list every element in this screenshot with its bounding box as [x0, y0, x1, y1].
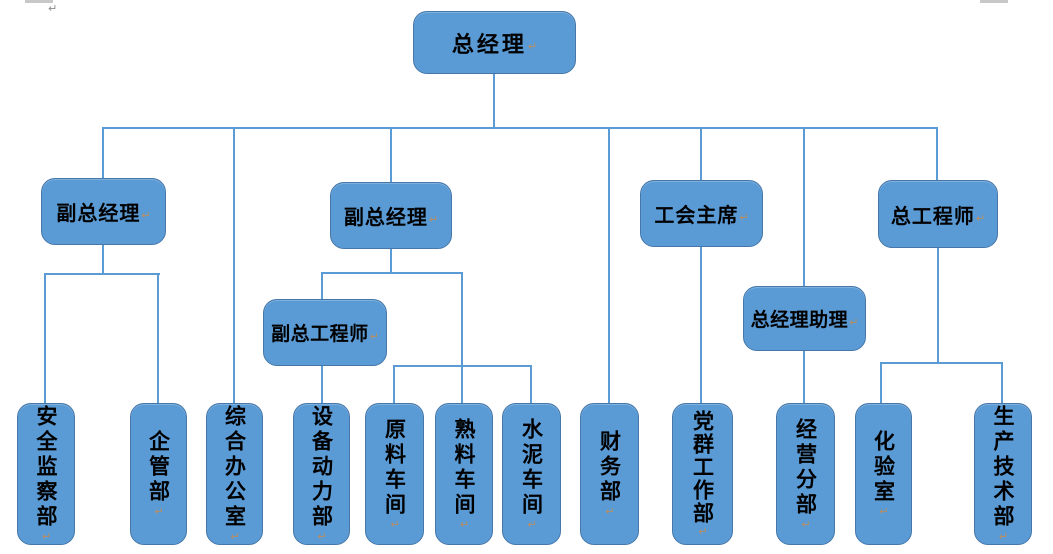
return-mark: ↵: [428, 213, 439, 226]
node-gm-assistant[interactable]: 总经理助理↵: [743, 286, 866, 351]
node-label: 原料车间↵: [382, 417, 407, 531]
return-mark: ↵: [739, 211, 749, 224]
node-safety-supervision-dept[interactable]: 安全监察部↵: [17, 403, 75, 545]
connector: [937, 248, 939, 363]
node-enterprise-mgmt-dept[interactable]: 企管部↵: [130, 403, 187, 545]
return-mark: ↵: [696, 525, 710, 538]
node-label: 副总经理: [343, 205, 428, 229]
return-mark: ↵: [40, 530, 53, 543]
node-label: 副总经理: [56, 201, 141, 225]
node-label: 财务部↵: [597, 430, 622, 518]
node-chief-engineer[interactable]: 总工程师↵: [878, 180, 998, 248]
page-edge-artifact-left: [25, 0, 53, 3]
node-general-manager[interactable]: 总经理↵: [413, 11, 576, 74]
node-label: 安全监察部↵: [34, 405, 58, 543]
page-edge-artifact-right: [980, 0, 1008, 3]
node-clinker-workshop[interactable]: 熟料车间↵: [435, 403, 493, 545]
return-mark: ↵: [388, 517, 402, 531]
return-mark: ↵: [525, 517, 539, 531]
connector: [390, 128, 392, 182]
node-label: 总经理助理: [750, 309, 849, 331]
connector: [461, 273, 463, 366]
connector: [44, 273, 160, 275]
connector: [608, 128, 610, 403]
node-label: 生产技术部↵: [991, 405, 1015, 543]
return-mark: ↵: [849, 316, 859, 329]
node-deputy-gm-1[interactable]: 副总经理↵: [41, 178, 166, 245]
return-mark: ↵: [458, 517, 471, 531]
node-label: 党群工作部↵: [690, 410, 715, 538]
node-production-tech-dept[interactable]: 生产技术部↵: [974, 403, 1032, 545]
node-raw-material-workshop[interactable]: 原料车间↵: [365, 403, 424, 545]
connector: [880, 362, 1003, 364]
return-mark: ↵: [799, 517, 813, 531]
connector: [102, 245, 104, 274]
node-laboratory[interactable]: 化验室↵: [855, 403, 912, 545]
connector: [493, 74, 495, 128]
connector-main-rail: [102, 127, 938, 129]
node-label: 化验室↵: [871, 430, 896, 518]
node-general-office[interactable]: 综合办公室↵: [206, 403, 263, 545]
node-label: 副总工程师: [271, 323, 369, 345]
connector: [461, 366, 463, 403]
node-deputy-chief-engineer[interactable]: 副总工程师↵: [263, 299, 387, 366]
connector: [936, 128, 938, 180]
connector: [321, 273, 323, 299]
return-mark: ↵: [152, 505, 166, 518]
node-label: 经营分部↵: [793, 417, 818, 531]
return-mark: ↵: [997, 530, 1010, 543]
node-label: 综合办公室↵: [222, 405, 247, 543]
connector: [390, 249, 392, 273]
connector: [700, 128, 702, 180]
return-mark: ↵: [603, 505, 617, 518]
connector: [321, 272, 463, 274]
node-deputy-gm-2[interactable]: 副总经理↵: [330, 182, 452, 249]
node-party-mass-work-dept[interactable]: 党群工作部↵: [672, 403, 733, 545]
return-mark: ↵: [877, 505, 891, 518]
return-mark: ↵: [141, 209, 151, 222]
connector: [1001, 363, 1003, 403]
connector: [233, 128, 235, 403]
connector: [102, 128, 104, 178]
return-mark: ↵: [315, 530, 329, 543]
node-label: 工会主席: [654, 203, 739, 227]
return-mark: ↵: [527, 40, 538, 53]
connector: [393, 366, 395, 403]
connector: [321, 366, 323, 403]
node-label: 总工程师: [890, 203, 975, 228]
node-equipment-power-dept[interactable]: 设备动力部↵: [293, 403, 350, 545]
return-mark: ↵: [228, 530, 242, 543]
connector: [157, 274, 159, 403]
node-label: 企管部↵: [146, 430, 171, 518]
connector: [700, 247, 702, 403]
node-union-chairman[interactable]: 工会主席↵: [640, 180, 763, 247]
return-mark: ↵: [369, 330, 379, 343]
node-cement-workshop[interactable]: 水泥车间↵: [502, 403, 561, 545]
connector: [44, 274, 46, 403]
return-mark: ↵: [975, 211, 986, 225]
connector: [803, 351, 805, 403]
connector: [803, 128, 805, 286]
node-label: 设备动力部↵: [309, 405, 334, 543]
node-label: 水泥车间↵: [519, 417, 544, 531]
connector: [880, 363, 882, 403]
node-business-division[interactable]: 经营分部↵: [776, 403, 835, 545]
node-label: 总经理: [451, 32, 527, 58]
connector: [530, 366, 532, 403]
node-finance-dept[interactable]: 财务部↵: [580, 403, 639, 545]
node-label: 熟料车间↵: [452, 417, 476, 531]
paragraph-mark: ↵: [48, 2, 58, 15]
